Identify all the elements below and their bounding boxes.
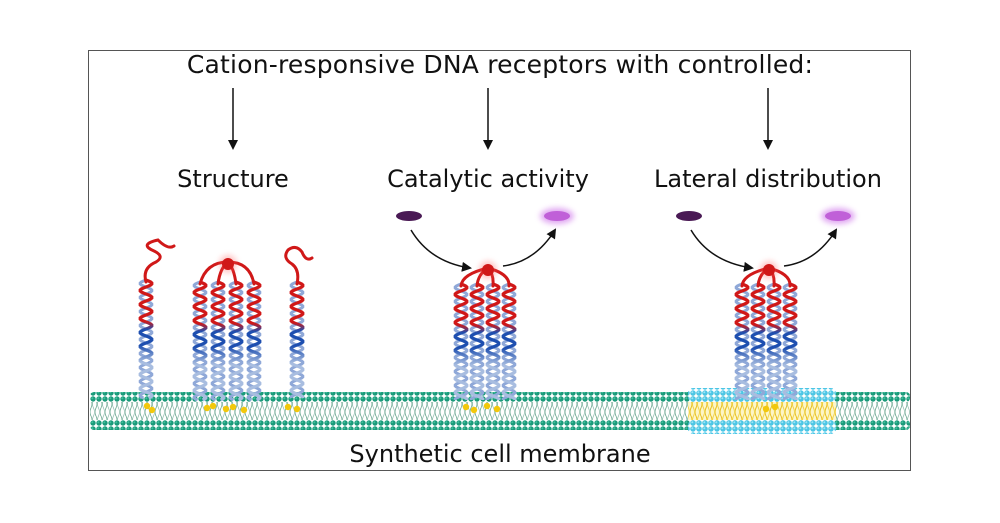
cation-dot [293,405,301,413]
dna-receptor-bundle-catalytic [453,261,517,401]
cation-dot [284,403,292,411]
substrate-molecule [396,211,422,221]
figure-title: Cation-responsive DNA receptors with con… [186,50,814,79]
label-lateral-distribution: Lateral distribution [654,165,882,193]
cation-dot [229,403,237,411]
product-molecule [544,211,570,221]
membrane-label: Synthetic cell membrane [349,440,651,468]
cation-dot [462,403,470,411]
substrate-molecule [676,211,702,221]
cation-dot [203,404,211,412]
figure-frame [88,50,911,471]
label-catalytic-activity: Catalytic activity [387,165,589,193]
dna-receptor-monomer [284,245,314,399]
dna-receptor-monomer [138,238,176,400]
catalysis-catalytic-panel [396,208,574,272]
reaction-arrow-out [783,228,838,267]
reaction-arrow-out [502,228,557,267]
cation-dot [209,402,217,410]
cation-dot [240,406,248,414]
cation-dot [222,405,230,413]
cation-dot [483,402,491,410]
reaction-arrow-in [410,229,472,272]
reaction-arrow-in [690,229,754,272]
dna-receptor-bundle [192,255,262,402]
catalysis-lateral-panel [676,208,855,272]
dna-receptor-bundle-lateral [734,261,798,401]
cation-dot [762,405,770,413]
cation-dot [771,403,779,411]
cation-dot [470,406,478,414]
cation-dot [493,405,501,413]
cation-dot [148,406,156,414]
cation-dot [143,402,151,410]
label-structure: Structure [177,165,289,193]
product-molecule [825,211,851,221]
